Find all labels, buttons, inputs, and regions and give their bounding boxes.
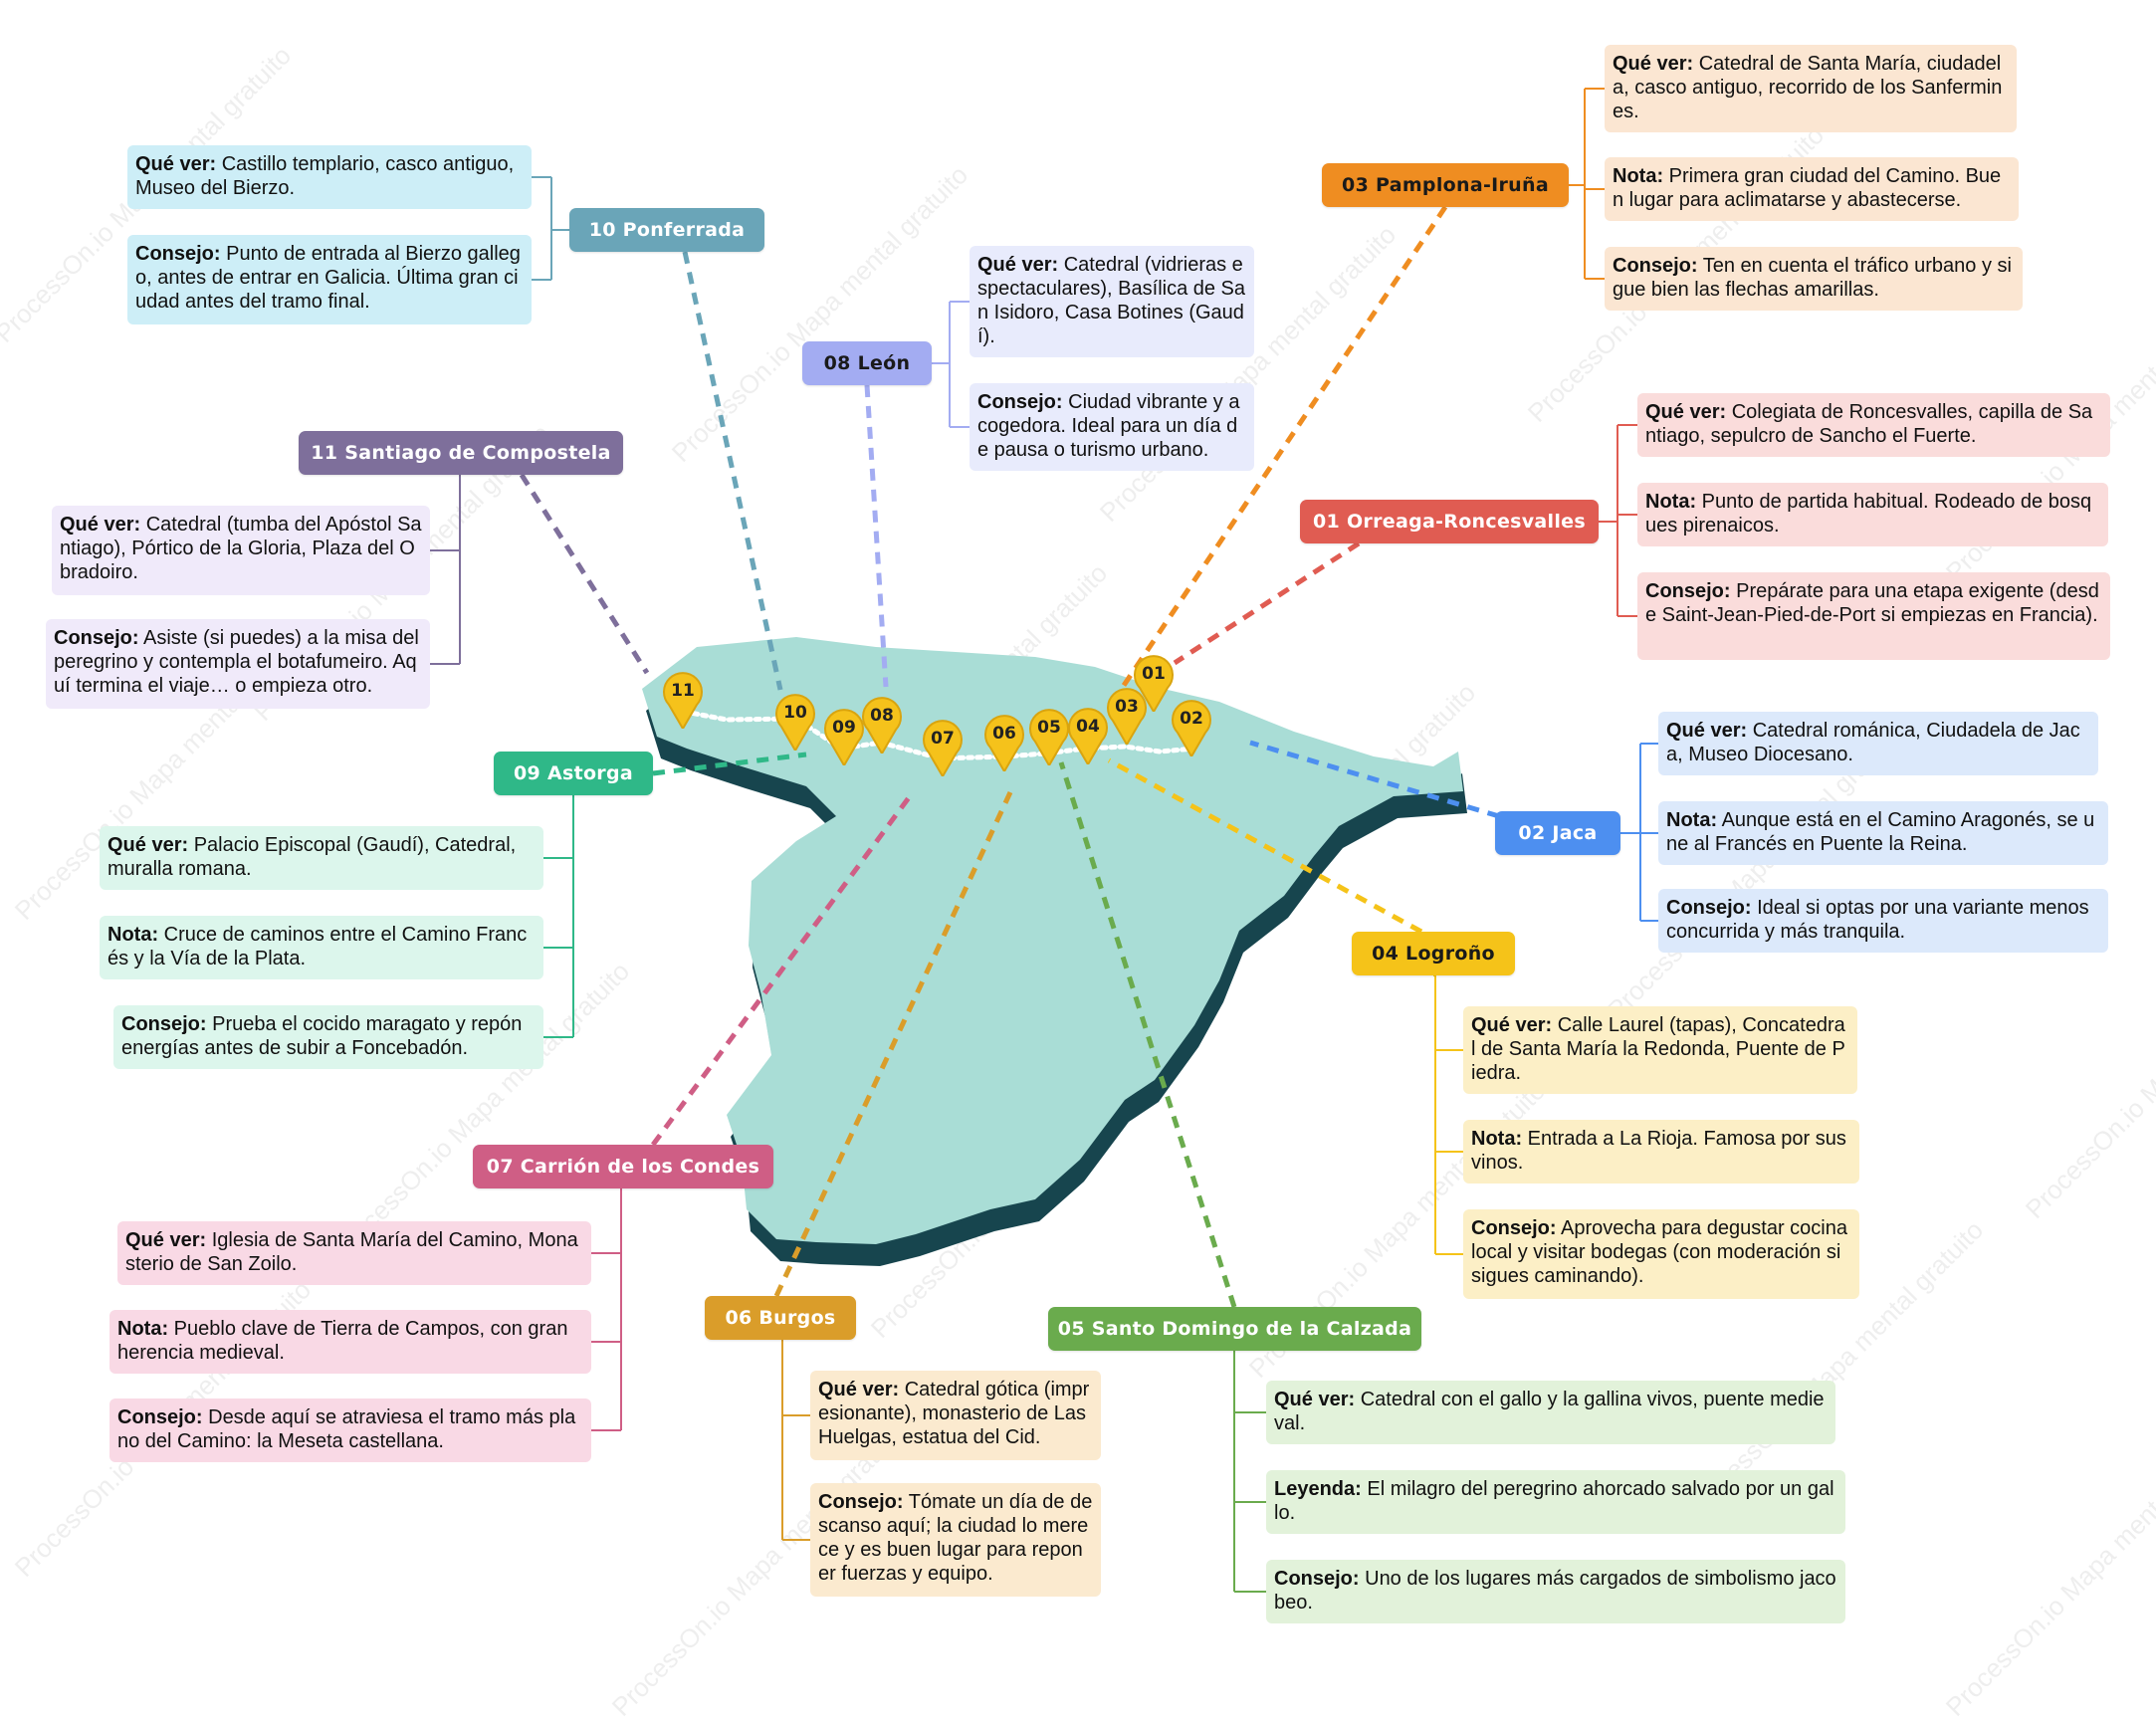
pin-label: 03: [1115, 697, 1139, 717]
stage-node-06[interactable]: 06 Burgos: [705, 1296, 856, 1340]
stage-node-11[interactable]: 11 Santiago de Compostela: [299, 431, 623, 475]
map-connector-line: [682, 251, 783, 691]
note-05-que-ver: Qué ver: Catedral con el gallo y la gall…: [1266, 1381, 1835, 1444]
stage-node-01[interactable]: 01 Orreaga-Roncesvalles: [1300, 500, 1599, 543]
stage-node-10[interactable]: 10 Ponferrada: [569, 208, 764, 252]
stage-node-08[interactable]: 08 León: [802, 341, 932, 385]
note-09-nota: Nota: Cruce de caminos entre el Camino F…: [100, 916, 543, 979]
pin-label: 05: [1037, 718, 1061, 738]
note-03-consejo: Consejo: Ten en cuenta el tráfico urbano…: [1605, 247, 2023, 311]
stage-node-04[interactable]: 04 Logroño: [1352, 932, 1515, 975]
pin-shape: [984, 715, 1024, 771]
note-08-que-ver: Qué ver: Catedral (vidrieras espectacula…: [970, 246, 1254, 357]
map-connector-line: [1120, 205, 1448, 689]
pin-icon: [862, 697, 902, 754]
note-03-que-ver: Qué ver: Catedral de Santa María, ciudad…: [1605, 45, 2017, 132]
pin-icon: [663, 672, 703, 729]
note-05-leyenda: Leyenda: El milagro del peregrino ahorca…: [1266, 1470, 1845, 1534]
map-connector-line: [650, 794, 913, 1147]
note-02-consejo: Consejo: Ideal si optas por una variante…: [1658, 889, 2108, 953]
pin-icon: [923, 720, 963, 776]
pin-icon: [984, 715, 1024, 771]
map-connector-line: [1107, 757, 1423, 935]
pin-shape: [1172, 700, 1211, 756]
pin-shape: [663, 672, 703, 729]
pin-shape: [775, 694, 815, 751]
pin-shape: [1107, 688, 1147, 745]
mind-map-canvas: ProcessOn.io Mapa mental gratuitoProcess…: [0, 40, 2156, 1721]
note-10-que-ver: Qué ver: Castillo templario, casco antig…: [127, 145, 532, 209]
note-01-que-ver: Qué ver: Colegiata de Roncesvalles, capi…: [1637, 393, 2110, 457]
pin-icon: [1172, 700, 1211, 756]
pin-icon: [1107, 688, 1147, 745]
note-11-consejo: Consejo: Asiste (si puedes) a la misa de…: [46, 619, 430, 709]
pin-shape: [824, 709, 864, 765]
note-07-consejo: Consejo: Desde aquí se atraviesa el tram…: [109, 1399, 591, 1462]
map-connector-line: [773, 790, 1013, 1298]
connector-lines: [430, 88, 1658, 1593]
note-10-consejo: Consejo: Punto de entrada al Bierzo gall…: [127, 235, 532, 324]
stage-node-02[interactable]: 02 Jaca: [1495, 811, 1620, 855]
pin-icon: [1134, 655, 1174, 712]
stage-node-07[interactable]: 07 Carrión de los Condes: [473, 1145, 773, 1188]
pin-icon: [1029, 709, 1069, 765]
stage-node-09[interactable]: 09 Astorga: [494, 752, 653, 795]
note-09-que-ver: Qué ver: Palacio Episcopal (Gaudí), Cate…: [100, 826, 543, 890]
pin-icon: [775, 694, 815, 751]
note-11-que-ver: Qué ver: Catedral (tumba del Apóstol San…: [52, 506, 430, 595]
pin-label: 06: [992, 724, 1016, 744]
note-08-consejo: Consejo: Ciudad vibrante y acogedora. Id…: [970, 383, 1254, 471]
map-connector-line: [1249, 740, 1500, 819]
map-connector-line: [652, 752, 807, 776]
note-04-nota: Nota: Entrada a La Rioja. Famosa por sus…: [1463, 1120, 1859, 1184]
pin-label: 02: [1180, 709, 1203, 729]
note-02-nota: Nota: Aunque está en el Camino Aragonés,…: [1658, 801, 2108, 865]
stage-node-03[interactable]: 03 Pamplona-Iruña: [1322, 163, 1569, 207]
pin-shape: [923, 720, 963, 776]
pin-label: 11: [671, 681, 695, 701]
map-connector-line: [1058, 761, 1237, 1308]
map-connector-line: [1173, 540, 1361, 666]
pin-shape: [1068, 708, 1108, 764]
pin-label: 09: [832, 718, 856, 738]
pin-icon: [1068, 708, 1108, 764]
note-01-nota: Nota: Punto de partida habitual. Rodeado…: [1637, 483, 2108, 546]
pin-label: 01: [1142, 664, 1166, 684]
note-02-que-ver: Qué ver: Catedral románica, Ciudadela de…: [1658, 712, 2098, 775]
pin-label: 08: [870, 706, 894, 726]
pin-shape: [862, 697, 902, 754]
note-01-consejo: Consejo: Prepárate para una etapa exigen…: [1637, 572, 2110, 660]
note-07-que-ver: Qué ver: Iglesia de Santa María del Cami…: [117, 1221, 591, 1285]
pin-shape: [1029, 709, 1069, 765]
note-05-consejo: Consejo: Uno de los lugares más cargados…: [1266, 1560, 1845, 1623]
note-04-consejo: Consejo: Aprovecha para degustar cocina …: [1463, 1209, 1859, 1299]
note-06-que-ver: Qué ver: Catedral gótica (impresionante)…: [810, 1371, 1101, 1460]
note-07-nota: Nota: Pueblo clave de Tierra de Campos, …: [109, 1310, 591, 1374]
pin-icon: [824, 709, 864, 765]
note-03-nota: Nota: Primera gran ciudad del Camino. Bu…: [1605, 157, 2019, 221]
spain-map: [642, 637, 1467, 1266]
spain-map-land: [642, 637, 1463, 1244]
pin-label: 10: [783, 703, 807, 723]
note-04-que-ver: Qué ver: Calle Laurel (tapas), Concatedr…: [1463, 1006, 1857, 1094]
pin-label: 07: [931, 729, 955, 749]
pin-shape: [1134, 655, 1174, 712]
pin-label: 04: [1076, 717, 1100, 737]
map-connector-line: [864, 384, 889, 688]
stage-node-05[interactable]: 05 Santo Domingo de la Calzada: [1048, 1307, 1421, 1351]
note-06-consejo: Consejo: Tómate un día de descanso aquí;…: [810, 1483, 1101, 1597]
map-connector-line: [519, 473, 650, 675]
note-09-consejo: Consejo: Prueba el cocido maragato y rep…: [113, 1005, 543, 1069]
